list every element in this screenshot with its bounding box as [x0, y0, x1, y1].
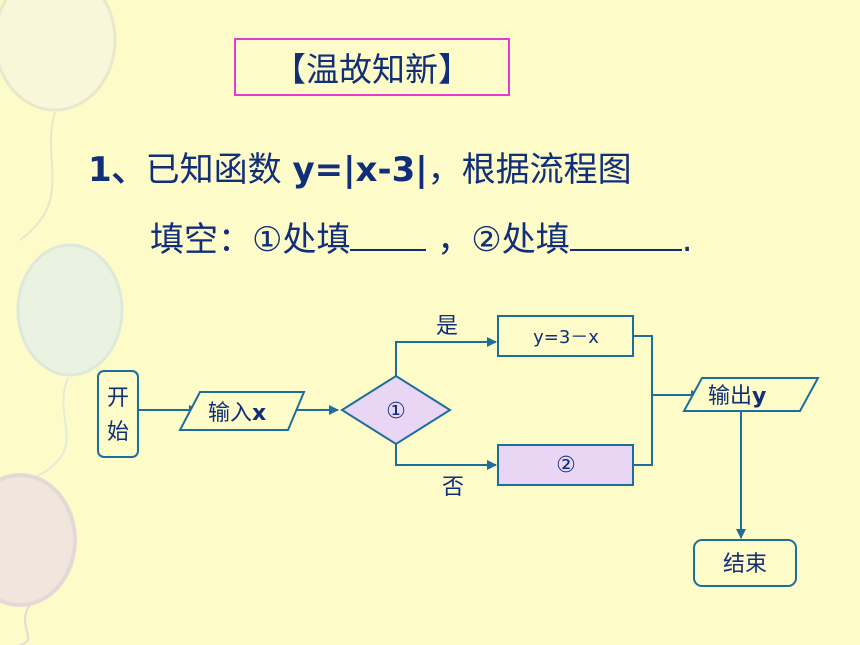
output-label: 输出y	[708, 384, 766, 409]
output-node	[682, 377, 820, 412]
merge-line	[634, 335, 653, 466]
start-label-2: 始	[107, 420, 129, 445]
question-line-2: 填空：①处填 ，②处填.	[150, 212, 693, 261]
yes-process-node	[497, 315, 634, 357]
no-label: 否	[442, 475, 464, 500]
start-label-1: 开	[107, 386, 129, 411]
start-node	[97, 370, 139, 458]
output-prefix: 输出	[708, 384, 752, 409]
end-label: 结束	[723, 552, 767, 577]
question-text-a: 已知函数	[145, 150, 293, 190]
input-label: 输入x	[208, 401, 266, 426]
output-variable: y	[752, 384, 766, 409]
question-line-1: 1、已知函数 y=|x-3|，根据流程图	[88, 142, 632, 191]
fill-prompt-2: ，②处填	[426, 220, 570, 260]
input-node	[178, 391, 306, 431]
input-prefix: 输入	[208, 401, 252, 426]
input-variable: x	[252, 401, 266, 426]
arrow-yes	[395, 337, 497, 376]
question-text-b: ，根据流程图	[427, 150, 632, 190]
answer-blank-2	[569, 248, 682, 251]
fill-prompt-1: 填空：①处填	[150, 220, 351, 260]
answer-blank-1	[350, 248, 427, 251]
no-process-label: ②	[556, 453, 576, 478]
decision-label: ①	[386, 399, 406, 424]
decision-node	[340, 374, 452, 446]
arrow-no	[395, 444, 497, 470]
yes-process-label: y=3－x	[533, 327, 599, 348]
no-process-node	[497, 444, 634, 486]
end-node	[693, 539, 797, 587]
section-title: 【温故知新】	[234, 38, 510, 96]
function-expression: y=|x-3|	[292, 150, 428, 190]
question-number: 1、	[88, 150, 146, 190]
line-end-period: .	[681, 220, 693, 260]
yes-label: 是	[436, 314, 458, 339]
